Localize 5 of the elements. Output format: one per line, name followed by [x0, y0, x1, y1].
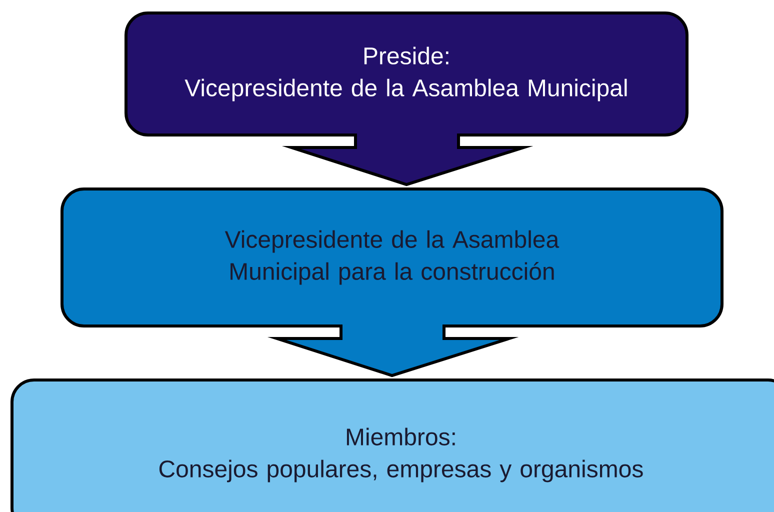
process-box: Miembros: Consejos populares, empresas y organismos	[10, 378, 774, 512]
process-box: Vicepresidente de la Asamblea Municipal para la construcción	[60, 188, 724, 328]
block-arrow	[267, 323, 519, 378]
block-arrow	[282, 132, 534, 186]
process-box: Preside: Vicepresidente de la Asamblea Municipal	[124, 12, 688, 136]
